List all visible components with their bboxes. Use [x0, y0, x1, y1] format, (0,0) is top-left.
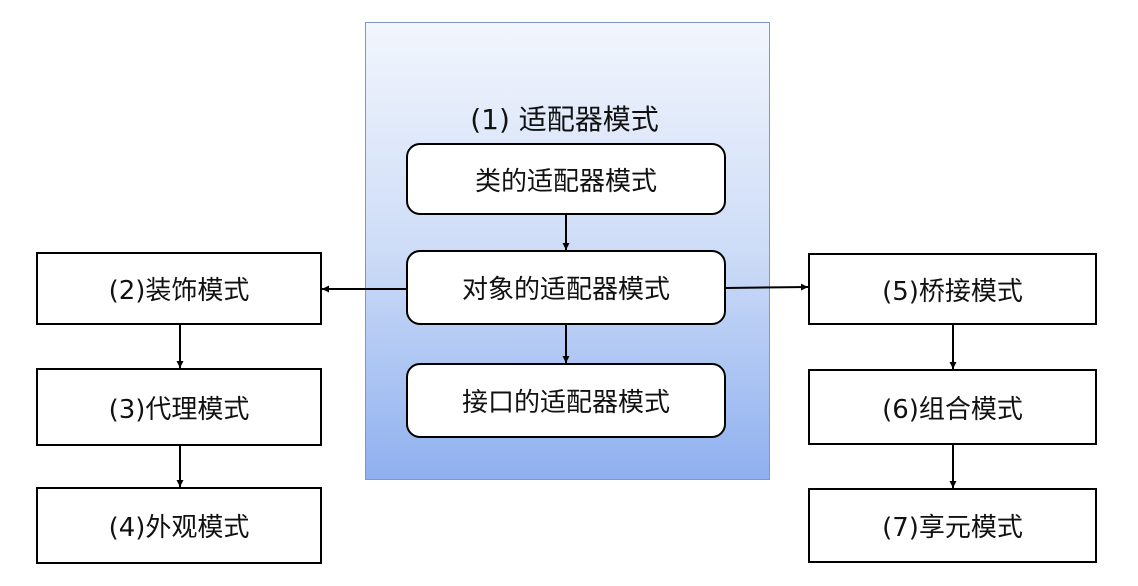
class-adapter-box: 类的适配器模式: [406, 143, 726, 215]
proxy-box: (3)代理模式: [36, 368, 322, 446]
interface-adapter-box: 接口的适配器模式: [406, 363, 726, 438]
composite-box: (6)组合模式: [808, 369, 1097, 445]
decorator-box: (2)装饰模式: [36, 252, 322, 325]
facade-label: (4)外观模式: [108, 513, 250, 543]
composite-label: (6)组合模式: [882, 394, 1023, 425]
object-adapter-label: 对象的适配器模式: [461, 275, 670, 305]
class-adapter-label: 类的适配器模式: [474, 166, 657, 197]
interface-adapter-label: 接口的适配器模式: [461, 388, 670, 418]
adapter-pattern-title: (1) 适配器模式: [470, 103, 659, 136]
flyweight-label: (7)享元模式: [882, 513, 1023, 543]
bridge-box: (5)桥接模式: [808, 253, 1097, 325]
flyweight-box: (7)享元模式: [808, 488, 1097, 563]
bridge-label: (5)桥接模式: [882, 276, 1023, 307]
decorator-label: (2)装饰模式: [108, 276, 250, 306]
proxy-label: (3)代理模式: [108, 394, 250, 425]
object-adapter-box: 对象的适配器模式: [406, 250, 726, 325]
facade-box: (4)外观模式: [36, 487, 322, 564]
